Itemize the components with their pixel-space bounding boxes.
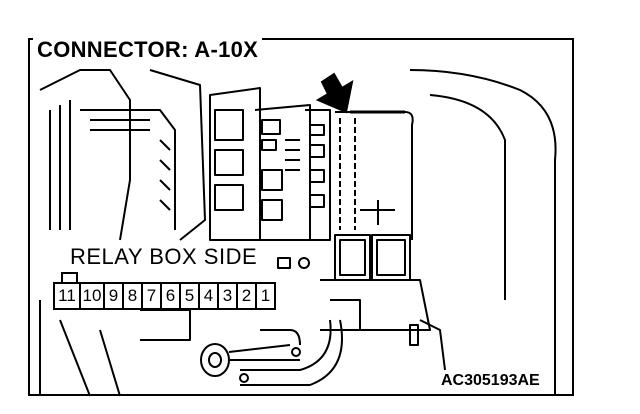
- pin-5: 5: [179, 284, 198, 308]
- connector-key-tab: [61, 272, 78, 284]
- pin-11: 11: [58, 286, 76, 305]
- pin-6: 6: [160, 284, 179, 308]
- connector-title: CONNECTOR: A-10X: [33, 37, 263, 63]
- figure-code: AC305193AE: [441, 372, 540, 389]
- pin-2: 2: [236, 284, 255, 308]
- relay-box-side-label: RELAY BOX SIDE: [67, 244, 261, 270]
- pin-1: 1: [255, 284, 274, 308]
- pin-8: 8: [122, 284, 141, 308]
- pin-4: 4: [198, 284, 217, 308]
- pin-10: 10: [79, 284, 103, 308]
- pin-3: 3: [217, 284, 236, 308]
- pin-9: 9: [103, 284, 122, 308]
- diagram-frame: [28, 38, 574, 396]
- pin-7: 7: [141, 284, 160, 308]
- connector-pin-layout: 11 10 9 8 7 6 5 4 3 2 1: [53, 282, 276, 310]
